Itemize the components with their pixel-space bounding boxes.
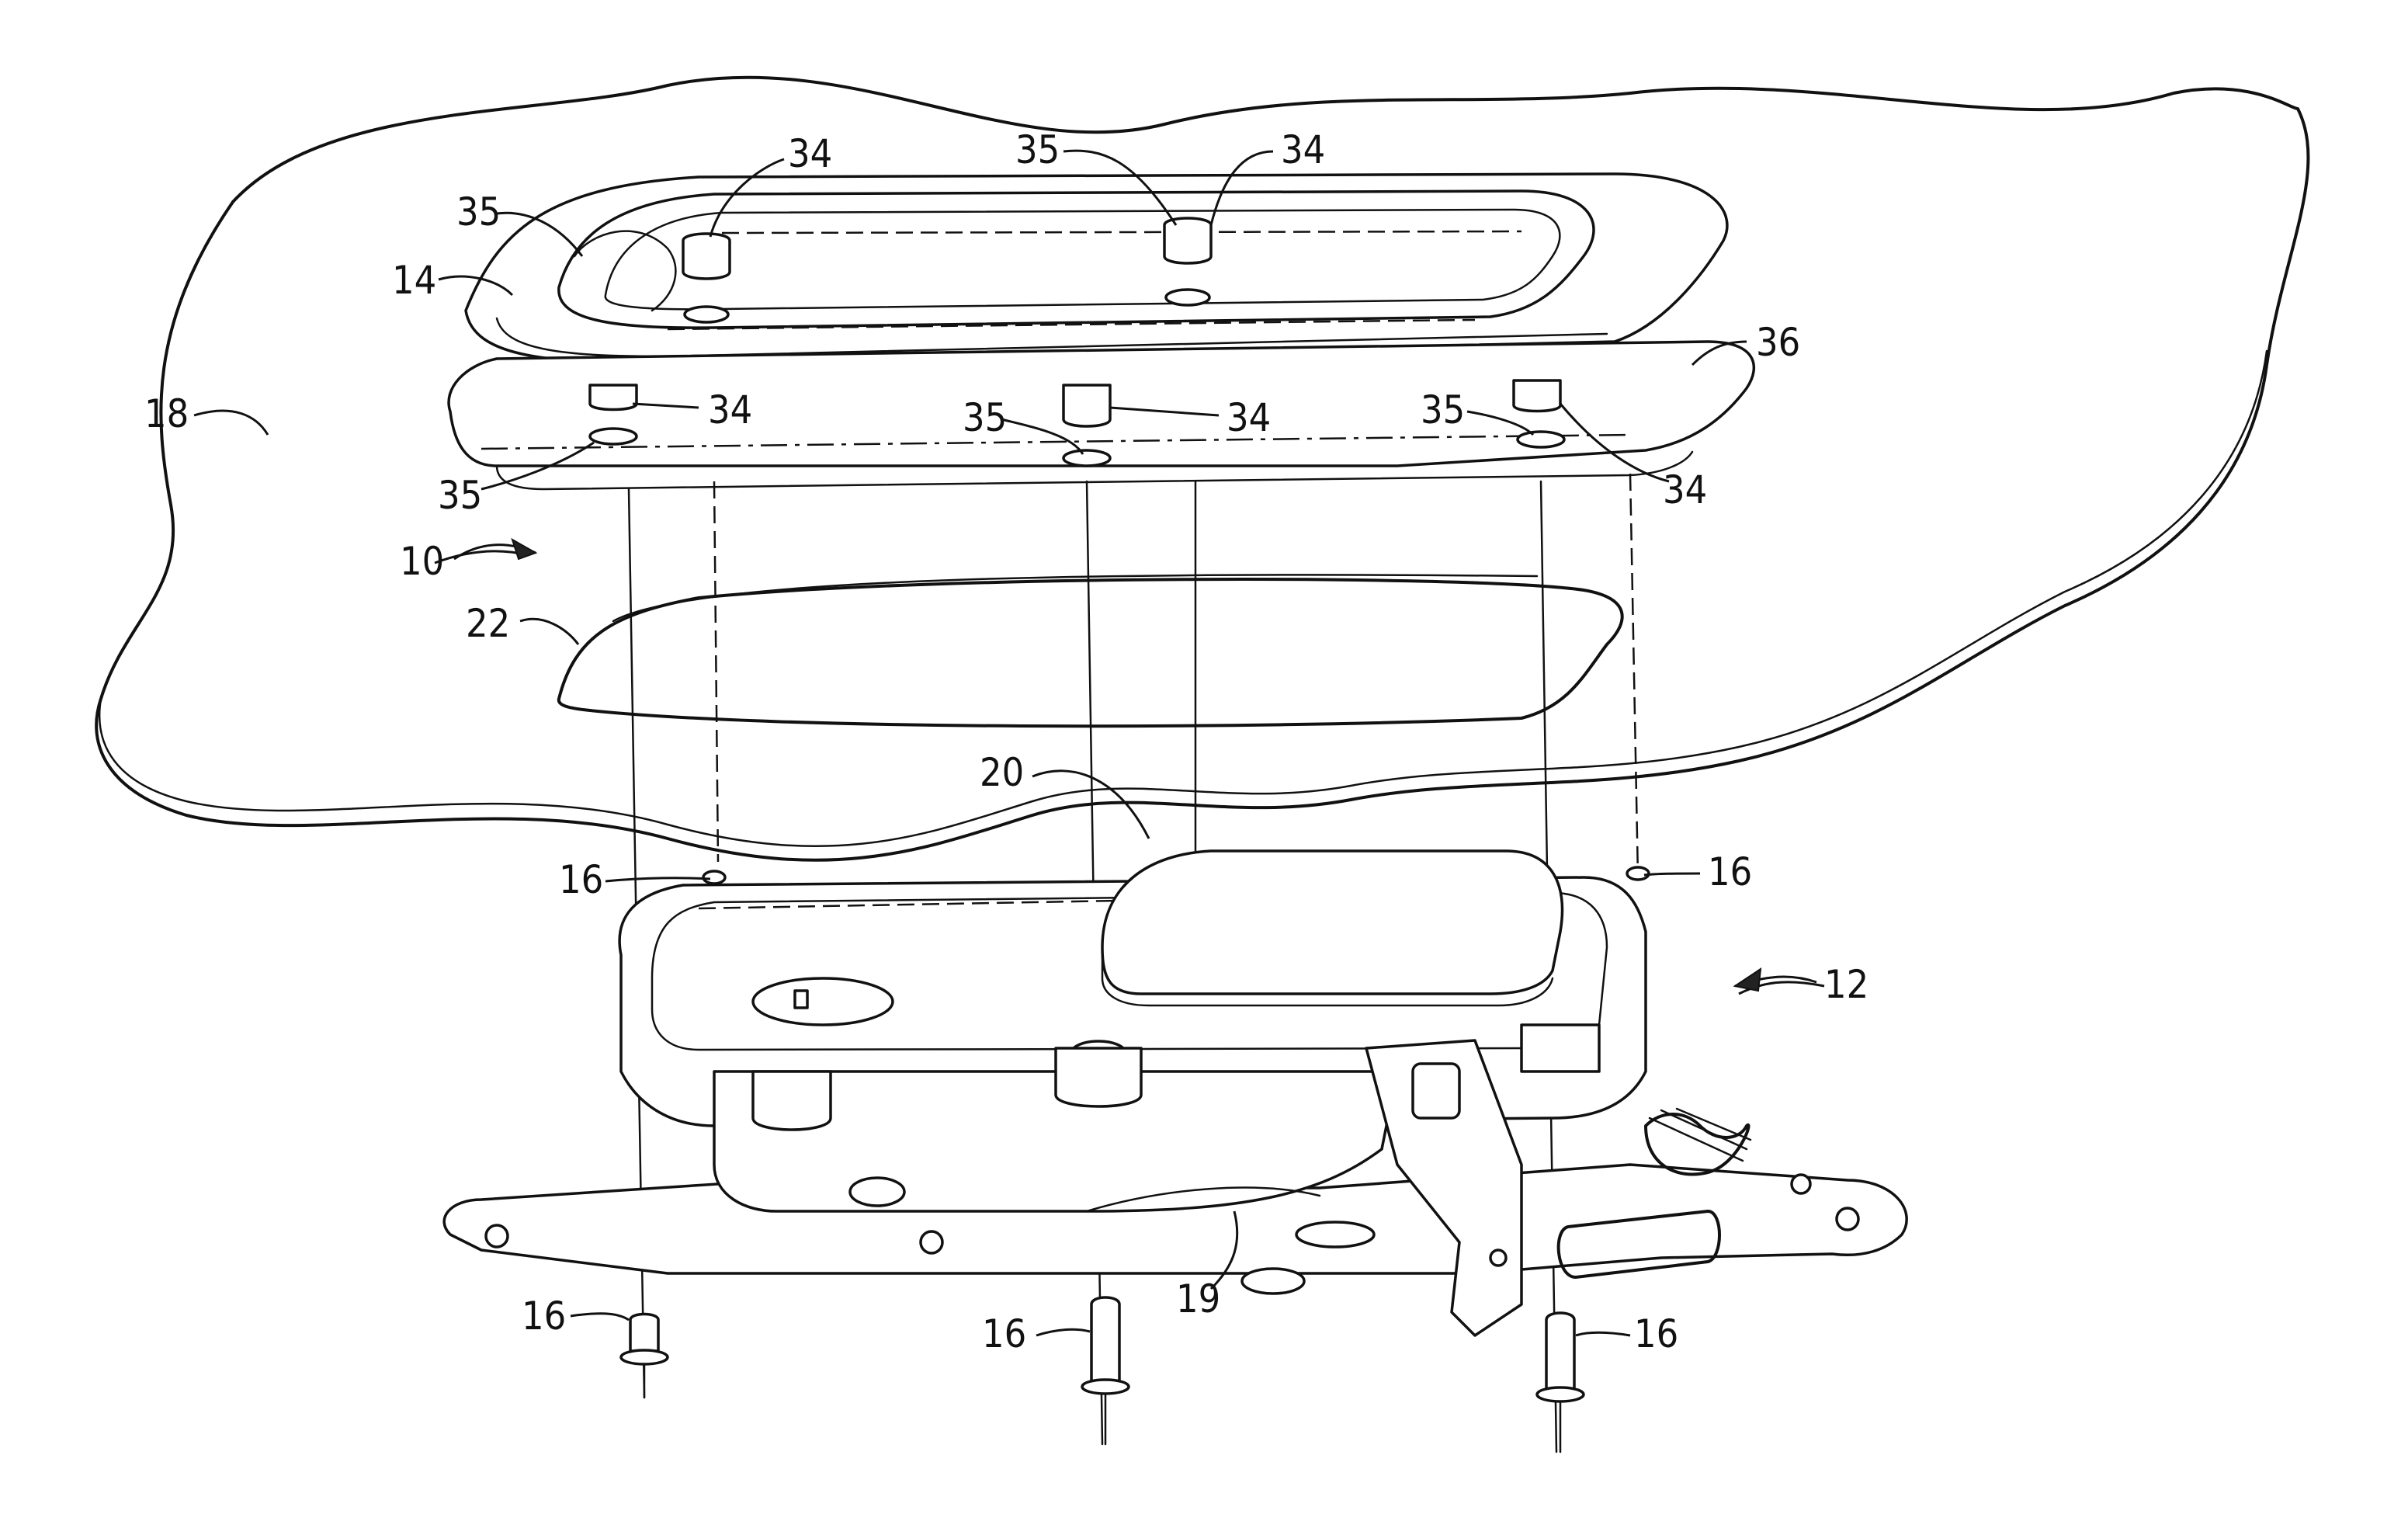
label-18: 18	[144, 391, 189, 436]
label-34-mid-center: 34	[1227, 395, 1271, 440]
label-35-mid-right: 35	[1421, 387, 1465, 432]
fastener-bottom-left	[621, 1314, 668, 1398]
label-16-bottom-center: 16	[982, 1311, 1026, 1356]
label-10: 10	[400, 539, 444, 584]
label-16-right-top: 16	[1708, 849, 1752, 894]
label-16-bottom-right: 16	[1634, 1311, 1678, 1356]
label-34-top-right: 34	[1281, 127, 1325, 172]
label-34-mid-left: 34	[708, 387, 752, 432]
base-module	[444, 851, 1907, 1335]
label-35-mid-center: 35	[963, 395, 1007, 440]
label-35-top-left: 35	[456, 189, 501, 234]
label-36: 36	[1756, 320, 1800, 365]
label-35-mid-left: 35	[438, 473, 482, 518]
label-16-bottom-left: 16	[522, 1294, 566, 1339]
label-12: 12	[1824, 962, 1868, 1007]
label-16-left-top: 16	[559, 857, 603, 902]
fastener-bottom-center	[1082, 1297, 1129, 1444]
label-35-top-center: 35	[1015, 127, 1060, 172]
arrow-12-icon	[1735, 969, 1816, 991]
fastener-bottom-right	[1537, 1313, 1584, 1452]
label-19: 19	[1176, 1276, 1220, 1321]
label-14: 14	[392, 258, 436, 303]
label-34-mid-right: 34	[1663, 467, 1707, 512]
label-22: 22	[466, 601, 510, 646]
trim-flange	[449, 342, 1754, 489]
label-20: 20	[980, 750, 1024, 795]
label-34-top-left: 34	[788, 131, 832, 176]
arrow-10-icon	[454, 540, 536, 559]
housing-cover	[466, 174, 1727, 363]
